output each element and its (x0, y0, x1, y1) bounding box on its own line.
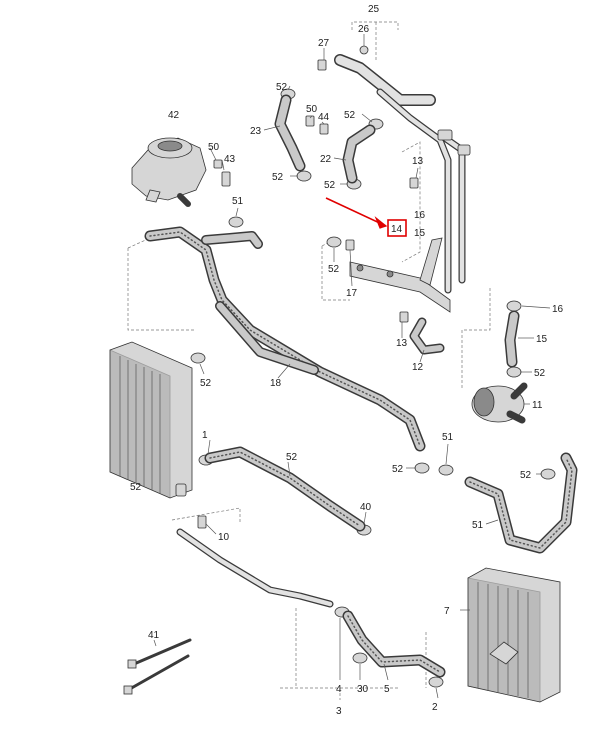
callout-51: 40 (360, 502, 372, 513)
callout-44: 44 (318, 112, 330, 123)
bracket-14 (349, 237, 451, 313)
callout-50: 50 (306, 104, 318, 115)
callout-15: 15 (414, 228, 426, 239)
callout-18: 18 (270, 378, 282, 389)
red-indicator (325, 197, 407, 237)
screw-44 (319, 123, 329, 135)
callout-22: 22 (320, 154, 332, 165)
callout-12: 12 (412, 362, 424, 373)
highlight-box-14 (387, 219, 407, 237)
radiator-41 (467, 567, 561, 703)
callout-52: 52 (534, 368, 546, 379)
callout-14: 14 (391, 224, 403, 235)
bolt-50 (213, 159, 223, 169)
bolt-13-upper (409, 177, 419, 189)
expansion-tank (131, 137, 207, 207)
callout-52: 52 (276, 82, 288, 93)
callout-25: 25 (368, 4, 380, 15)
callout-16: 16 (414, 210, 426, 221)
pipe-bracket (457, 144, 471, 156)
callout-41: 7 (444, 606, 450, 617)
callout-52: 2 (432, 702, 438, 713)
bolt-17 (345, 239, 355, 251)
cable-ties-30 (123, 638, 192, 695)
callout-52: 1 (202, 430, 208, 441)
callout-7: 10 (218, 532, 230, 543)
coolant-pump-11 (471, 382, 528, 424)
callout-16: 16 (552, 304, 564, 315)
callout-52: 52 (520, 470, 532, 481)
callout-labels: 25 26 27 52 50 44 52 23 22 42 50 43 52 5… (130, 4, 564, 717)
bolt-13-lower (399, 311, 409, 323)
callout-5: 4 (336, 684, 342, 695)
callout-52: 52 (344, 110, 356, 121)
callout-10: 51 (472, 520, 484, 531)
coolant-pipe-assembly (334, 45, 471, 294)
pipe-bracket (437, 129, 453, 141)
hose-clamps (190, 88, 556, 688)
callout-52: 52 (272, 172, 284, 183)
radiator-40 (109, 341, 193, 499)
callout-42: 42 (168, 110, 180, 121)
callout-13: 13 (412, 156, 424, 167)
callout-51: 51 (232, 196, 244, 207)
leader-lines (153, 34, 551, 699)
callout-15: 15 (536, 334, 548, 345)
callout-26: 26 (358, 24, 370, 35)
bolt-50-upper (305, 115, 315, 127)
callout-40: 52 (130, 482, 142, 493)
callout-52: 52 (324, 180, 336, 191)
bolt-27 (317, 59, 327, 71)
callout-52: 52 (200, 378, 212, 389)
bolt-7 (197, 515, 207, 529)
callout-51: 52 (392, 464, 404, 475)
fasteners (197, 59, 419, 529)
callout-13: 13 (396, 338, 408, 349)
callout-27: 27 (318, 38, 330, 49)
callout-4: 30 (357, 684, 369, 695)
screw-43 (221, 171, 231, 187)
callout-17: 17 (346, 288, 358, 299)
callout-1: 52 (286, 452, 298, 463)
callout-3: 5 (384, 684, 390, 695)
callout-30: 41 (148, 630, 160, 641)
callout-52: 52 (328, 264, 340, 275)
callout-50: 50 (208, 142, 220, 153)
callout-11: 11 (532, 400, 543, 411)
callout-43: 43 (224, 154, 236, 165)
clip-26 (359, 45, 369, 55)
hoses (144, 94, 578, 678)
group-brackets (127, 21, 491, 700)
callout-23: 23 (250, 126, 262, 137)
callout-2: 3 (336, 706, 342, 717)
callout-52: 51 (442, 432, 454, 443)
